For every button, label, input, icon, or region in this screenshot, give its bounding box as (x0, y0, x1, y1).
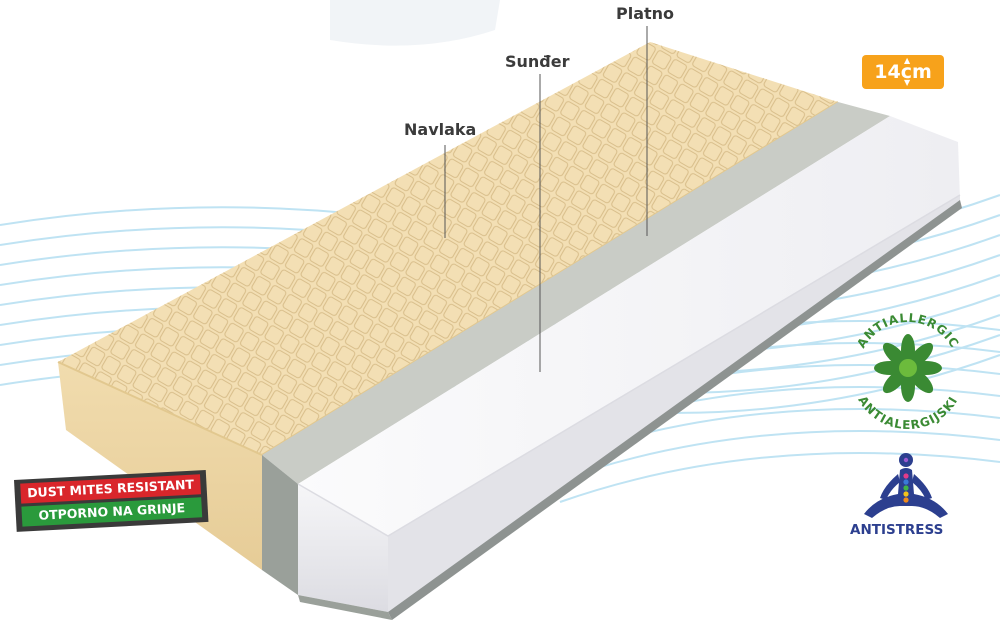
thickness-unit: cm (900, 61, 932, 83)
cover-side (58, 362, 262, 570)
fabric-side (262, 455, 298, 595)
foam-edge (297, 194, 961, 537)
mattress (57, 42, 962, 620)
mattress-base-front (298, 595, 392, 620)
wave-line (559, 452, 1000, 503)
thickness-value: 14 (874, 61, 901, 83)
thickness-badge: 14cm ▲ ▼ (862, 55, 944, 89)
cover-quilt (58, 42, 838, 455)
meditation-icon (864, 453, 948, 518)
top-decor-shape (330, 0, 500, 46)
dust-mites-badge: DUST MITES RESISTANT OTPORNO NA GRINJE (14, 469, 209, 532)
leaf-icon (874, 334, 942, 402)
arrow-down-icon: ▼ (904, 78, 911, 87)
foam-label: Sunđer (505, 52, 570, 71)
foam-long-side (388, 195, 960, 612)
mattress-base (388, 200, 962, 620)
wave-line (559, 430, 1000, 481)
arrow-up-icon: ▲ (904, 56, 911, 65)
foam-front (298, 484, 388, 612)
fabric-top (262, 102, 890, 484)
cover-label: Navlaka (404, 120, 477, 139)
foam-top (298, 116, 960, 595)
fabric-label: Platno (616, 4, 675, 23)
antistress-label: ANTISTRESS (850, 522, 944, 538)
